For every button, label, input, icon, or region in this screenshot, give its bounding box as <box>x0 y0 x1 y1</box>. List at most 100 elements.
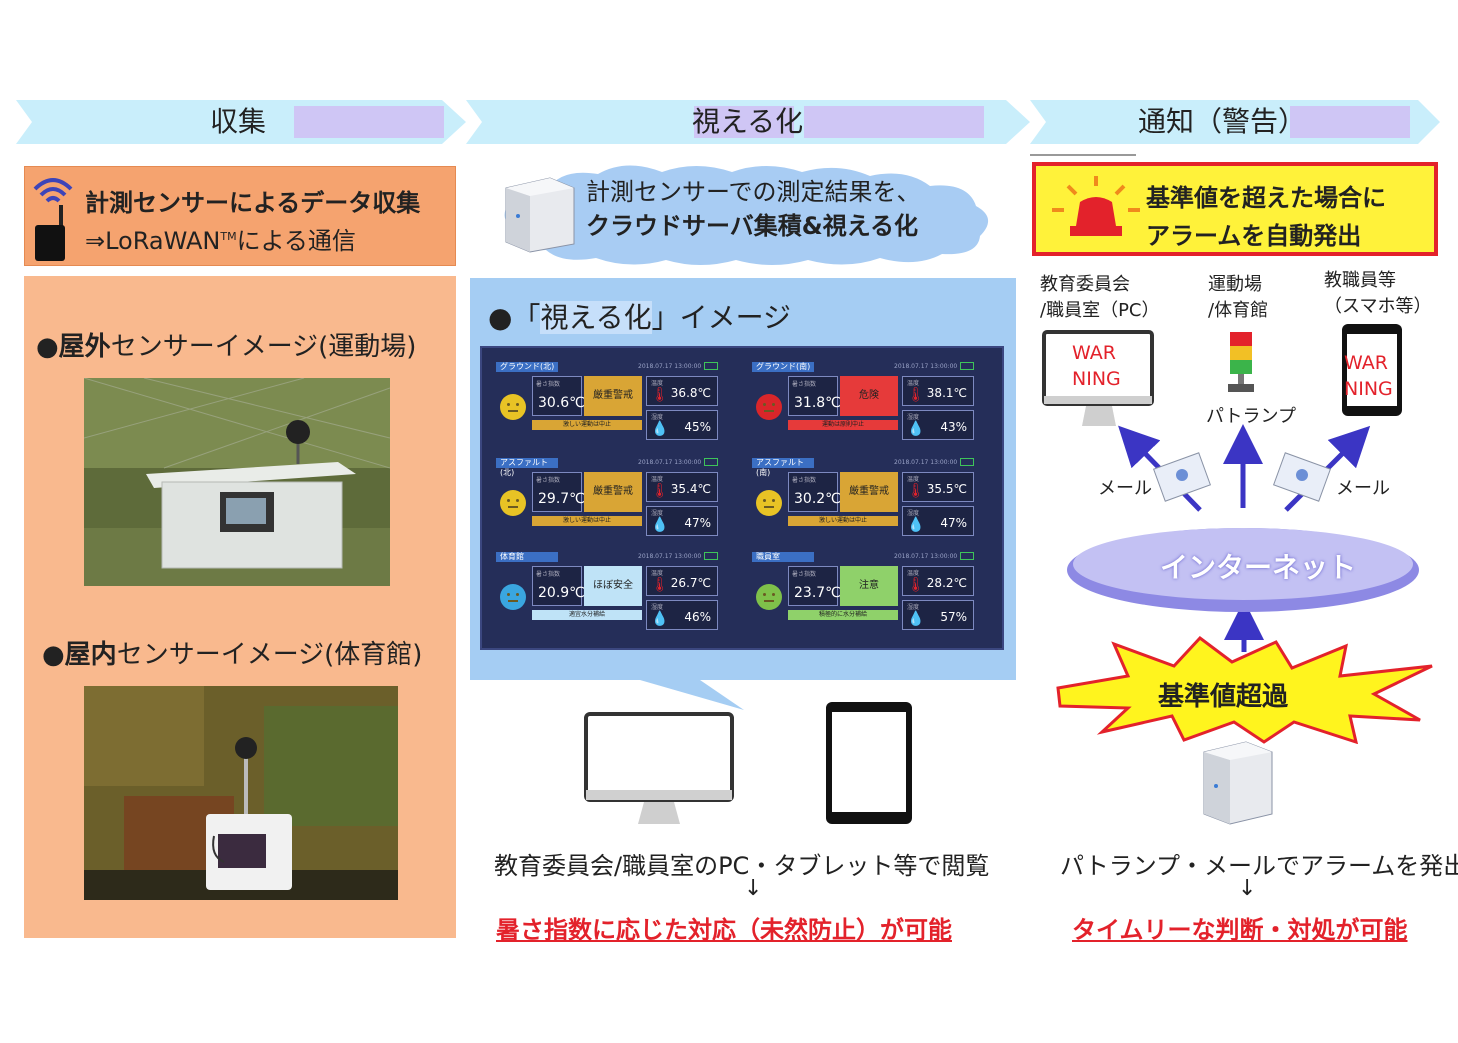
temp-label: 温度 <box>907 380 920 387</box>
face-icon <box>756 394 782 420</box>
battery-icon <box>704 552 718 560</box>
card-title: アスファルト(北) <box>496 458 558 477</box>
humidity-value: 43% <box>940 420 967 434</box>
temp-box: 温度🌡35.4℃ <box>646 472 718 502</box>
tablet-icon <box>826 702 912 824</box>
exceed-label: 基準値超過 <box>1158 682 1289 712</box>
image-label-pre: ●「 <box>488 301 541 334</box>
temp-box: 温度🌡36.8℃ <box>646 376 718 406</box>
thermometer-icon: 🌡 <box>651 483 669 499</box>
header-visualize-label: 視える化 <box>692 105 804 138</box>
cloud-line2: クラウドサーバ集積&視える化 <box>586 212 918 240</box>
face-icon <box>756 490 782 516</box>
humidity-box: 湿度💧 46% <box>646 600 718 630</box>
thermometer-icon: 🌡 <box>907 387 925 403</box>
internet-label: インターネット <box>1160 551 1357 584</box>
visualize-arrow: ↓ <box>744 876 763 901</box>
mail-label-left: メール <box>1098 478 1152 499</box>
thermometer-icon: 🌡 <box>651 387 669 403</box>
image-label-post: 」イメージ <box>651 301 792 334</box>
wifi-sensor-icon <box>33 178 73 261</box>
advice-bar: 激しい運動は中止 <box>532 420 642 430</box>
advice-bar: 適宜水分補給 <box>532 610 642 620</box>
droplet-icon: 💧 <box>907 421 925 437</box>
outdoor-rest: センサーイメージ(運動場) <box>110 332 417 362</box>
temp-value: 28.2℃ <box>926 576 967 590</box>
advice-bar: 激しい運動は中止 <box>532 516 642 526</box>
humidity-value: 46% <box>684 610 711 624</box>
battery-icon <box>704 362 718 370</box>
humidity-box: 湿度💧45% <box>646 410 718 440</box>
battery-icon <box>704 458 718 466</box>
advice-bar: 積極的に水分補給 <box>788 610 898 620</box>
humidity-label: 湿度 <box>907 510 920 517</box>
pc-warning-text: WAR NING <box>1072 342 1121 390</box>
outdoor-bold: ●屋外 <box>36 332 111 362</box>
humidity-box: 湿度💧47% <box>646 506 718 536</box>
explosion-shape <box>1056 636 1433 744</box>
image-label: ●「視える化」イメージ <box>488 296 791 336</box>
mail-label-right: メール <box>1336 478 1390 499</box>
cloud-line1: 計測センサーでの測定結果を、 <box>586 178 921 206</box>
face-icon <box>756 584 782 610</box>
temp-box: 温度🌡26.7℃ <box>646 566 718 596</box>
collect-body-box: ●屋外センサーイメージ(運動場) ●屋内センサーイメージ(体育館) <box>24 276 456 938</box>
header-notify: 通知（警告） <box>1030 100 1442 144</box>
status-badge: 注意 <box>840 566 898 606</box>
image-label-key: 視える化 <box>540 301 652 334</box>
server-icon-2 <box>1203 741 1273 825</box>
temp-value: 35.4℃ <box>670 482 711 496</box>
visualize-caption: 教育委員会/職員室のPC・タブレット等で閲覧 <box>494 852 990 880</box>
droplet-icon: 💧 <box>907 517 925 533</box>
humidity-label: 湿度 <box>651 604 664 611</box>
siren-icon <box>1052 176 1140 236</box>
indoor-bold: ●屋内 <box>42 640 117 670</box>
temp-label: 温度 <box>907 476 920 483</box>
temp-label: 温度 <box>651 570 664 577</box>
advice-bar: 激しい運動は中止 <box>788 516 898 526</box>
card-date: 2018.07.17 13:00:00 <box>638 459 702 466</box>
patrol-lamp-icon <box>1228 332 1254 392</box>
notify-caption: パトランプ・メールでアラームを発出 <box>1060 852 1458 880</box>
staff-line1: 教職員等 <box>1324 270 1396 291</box>
wbgt-label: 暑さ指数 <box>536 381 561 388</box>
droplet-icon: 💧 <box>651 611 669 627</box>
board-label: 教育委員会 /職員室（PC） <box>1040 272 1160 324</box>
card-date: 2018.07.17 13:00:00 <box>638 363 702 370</box>
face-icon <box>500 490 526 516</box>
status-badge: 厳重警戒 <box>584 472 642 512</box>
status-badge: 危険 <box>840 376 898 416</box>
board-line1: 教育委員会 <box>1040 274 1130 295</box>
staff-line2: （スマホ等） <box>1324 296 1432 317</box>
header-visualize: 視える化 <box>466 100 1032 144</box>
tm-mark: TM <box>220 230 237 243</box>
wbgt-label: 暑さ指数 <box>792 571 817 578</box>
thermometer-icon: 🌡 <box>907 577 925 593</box>
lorawan-suffix: による通信 <box>236 227 356 255</box>
humidity-value: 45% <box>684 420 711 434</box>
face-icon <box>500 584 526 610</box>
header-collect: 収集 <box>16 100 468 144</box>
temp-value: 38.1℃ <box>926 386 967 400</box>
wbgt-value: 30.2℃ <box>794 491 841 507</box>
card-title: 職員室 <box>752 552 814 562</box>
header-collect-label: 収集 <box>210 105 267 138</box>
card-title: グラウンド(南) <box>752 362 814 372</box>
face-icon <box>500 394 526 420</box>
humidity-label: 湿度 <box>651 510 664 517</box>
humidity-box: 湿度💧47% <box>902 506 974 536</box>
temp-box: 温度🌡35.5℃ <box>902 472 974 502</box>
pc-warning-icon <box>1042 330 1154 426</box>
card-date: 2018.07.17 13:00:00 <box>894 553 958 560</box>
collect-head-line2: ⇒LoRaWANTMによる通信 <box>85 221 356 256</box>
thermometer-icon: 🌡 <box>651 577 669 593</box>
wbgt-value: 31.8℃ <box>794 395 841 411</box>
